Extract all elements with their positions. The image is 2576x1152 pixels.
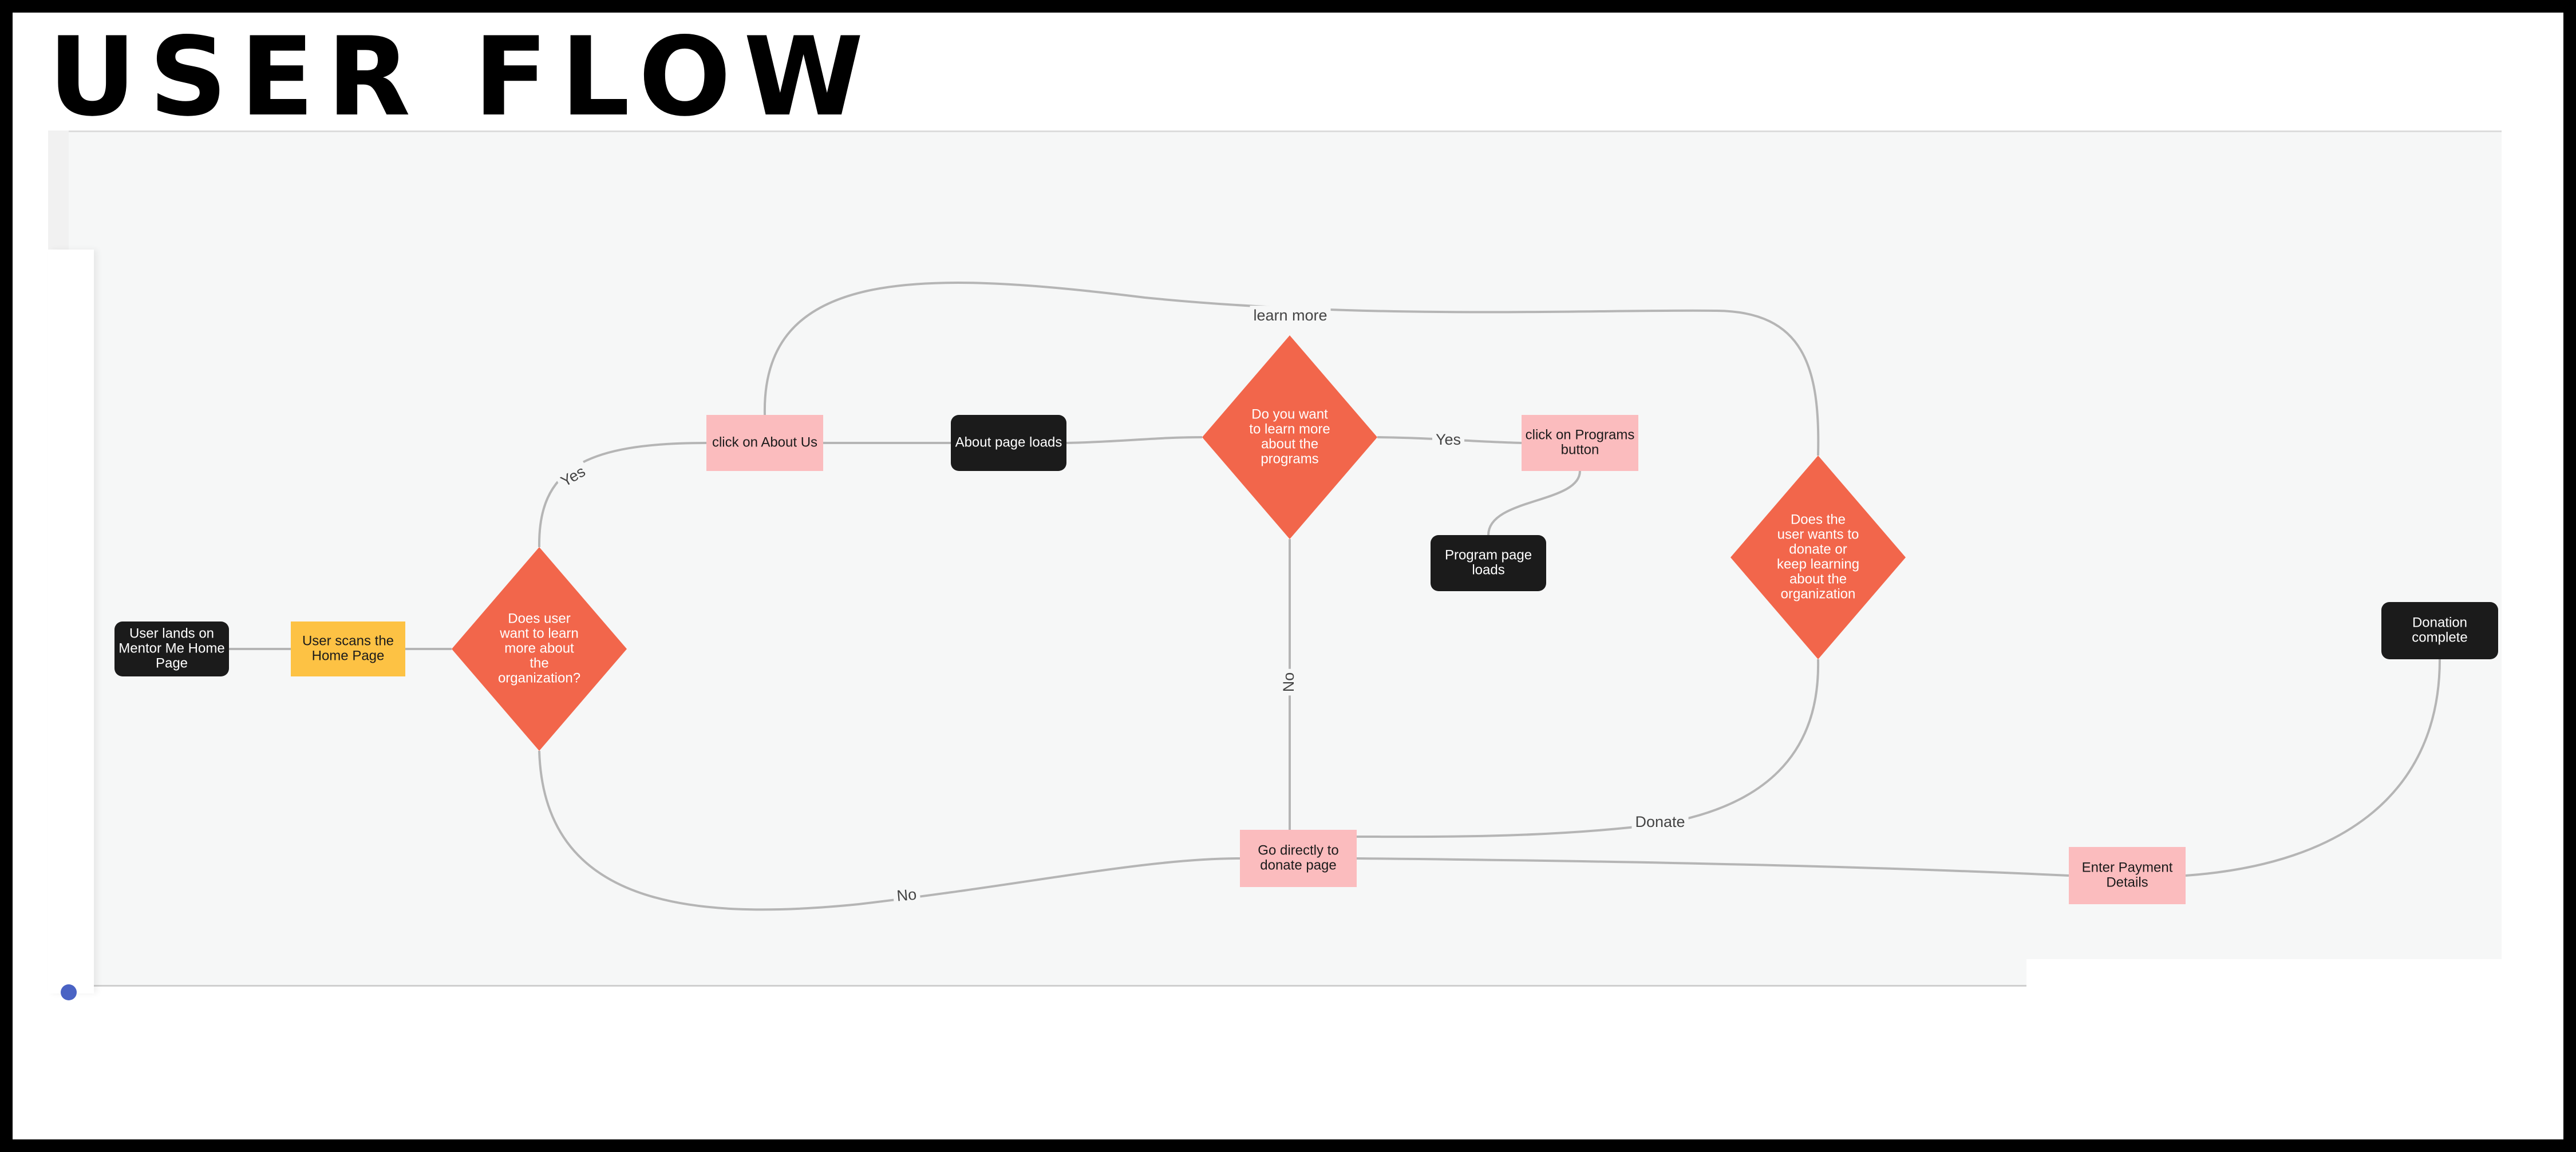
- canvas-ruler-strip: [48, 130, 69, 251]
- node-label-line: Program page: [1445, 547, 1532, 563]
- terminal-box: [951, 415, 1066, 471]
- node-label-line: Go directly to: [1258, 842, 1338, 858]
- node-label-line: want to learn: [499, 626, 578, 641]
- edge-n11-n12: [2185, 659, 2441, 877]
- decision-diamond: [1202, 335, 1377, 539]
- node-label-line: Enter Payment: [2082, 860, 2173, 875]
- decision-diamond: [1730, 456, 1906, 659]
- edge-label-bg: [892, 884, 921, 906]
- node-label-line: Do you want: [1251, 406, 1328, 422]
- page-title: USER FLOW: [48, 14, 876, 140]
- node-label-line: organization: [1781, 586, 1856, 601]
- node-label-line: user wants to: [1777, 526, 1859, 542]
- node-label-line: Donation: [2412, 615, 2467, 630]
- edge-label-n6-n10: No: [1280, 672, 1297, 692]
- node-label-line: keep learning: [1777, 556, 1859, 572]
- node-label-line: the: [530, 655, 548, 671]
- node-label-line: organization?: [498, 670, 580, 686]
- edge-label-n6-n7: Yes: [1436, 431, 1461, 448]
- edge-label-bg: [1631, 812, 1689, 832]
- action-box: [2069, 847, 2186, 904]
- edge-label-bg: [1250, 306, 1331, 326]
- node-label-line: click on About Us: [712, 434, 817, 450]
- node-label-line: Does user: [508, 611, 570, 626]
- start_action-box: [291, 621, 405, 676]
- node-label-line: Details: [2106, 874, 2148, 890]
- node-label-line: User scans the: [302, 633, 394, 648]
- node-label-line: programs: [1261, 451, 1318, 466]
- node-label-line: Home Page: [312, 648, 385, 663]
- node-label-line: about the: [1261, 436, 1318, 452]
- edge-n10-n11: [1356, 857, 2069, 877]
- edge-label-bg: [554, 460, 592, 493]
- node-label-line: About page loads: [955, 434, 1062, 450]
- edge-label-n4-n9: learn more: [1253, 307, 1327, 324]
- node-label-line: Mentor Me Home: [118, 640, 224, 656]
- edge-n4-n9: [763, 282, 1820, 456]
- node-label-line: User lands on: [129, 626, 214, 641]
- edge-label-n9-n10: Donate: [1635, 813, 1685, 830]
- node-label-line: complete: [2412, 630, 2467, 645]
- edge-n3-n4: [538, 442, 707, 548]
- edge-label-bg: [1432, 430, 1465, 450]
- terminal-box: [114, 621, 229, 676]
- node-label-line: Page: [156, 655, 188, 671]
- node-label-line: donate or: [1789, 541, 1847, 557]
- edge-n9-n10: [1356, 659, 1820, 838]
- terminal-box: [2381, 602, 2498, 659]
- node-action-n4[interactable]: click on About Us: [706, 415, 823, 471]
- action-box: [1240, 830, 1357, 887]
- node-terminal-n5[interactable]: About page loads: [951, 415, 1066, 471]
- canvas-left-panel: [48, 250, 94, 993]
- edge-label-n3-n10: No: [896, 886, 917, 905]
- node-label-line: to learn more: [1249, 421, 1330, 437]
- edge-n5-n6: [1066, 436, 1203, 444]
- edge-label-bg: [1279, 668, 1299, 696]
- node-label-line: about the: [1789, 571, 1847, 587]
- edge-n7-n8: [1487, 470, 1581, 536]
- action-box: [706, 415, 823, 471]
- terminal-box: [1431, 535, 1546, 591]
- decision-diamond: [452, 547, 627, 751]
- edge-n3-n10: [538, 750, 1240, 911]
- node-label-line: button: [1561, 442, 1599, 457]
- canvas-bottom-right-panel: [2026, 959, 2502, 1022]
- node-label-line: click on Programs: [1526, 427, 1635, 442]
- node-label-line: donate page: [1260, 857, 1336, 873]
- node-label-line: Does the: [1791, 512, 1846, 527]
- node-label-line: more about: [504, 640, 574, 656]
- status-dot-icon: [61, 984, 77, 1000]
- action-box: [1522, 415, 1638, 471]
- node-label-line: loads: [1472, 562, 1504, 577]
